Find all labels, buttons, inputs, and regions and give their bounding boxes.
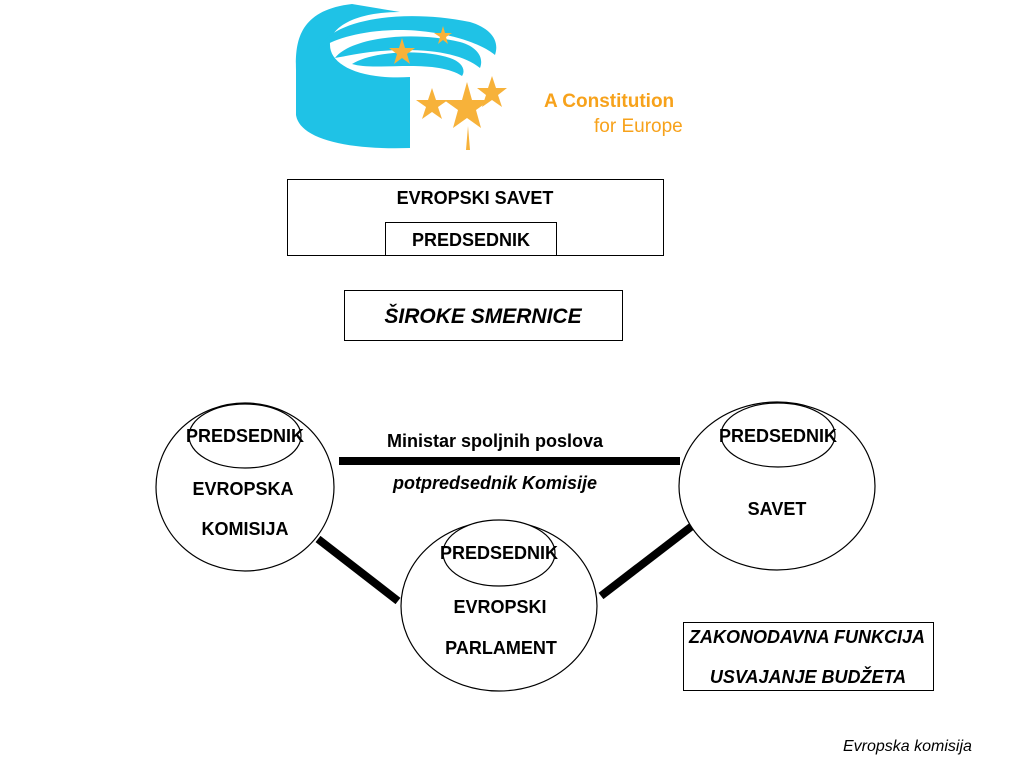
parliament-president-label: PREDSEDNIK	[439, 543, 559, 563]
functions-box	[683, 622, 934, 691]
council-node-name: SAVET	[747, 499, 807, 519]
guidelines-label: ŠIROKE SMERNICE	[384, 305, 582, 328]
council-president-box	[385, 222, 557, 256]
logo-title: A Constitution	[544, 91, 675, 112]
guidelines-box	[344, 290, 623, 341]
logo-subtitle: for Europe	[594, 116, 683, 137]
council-box-title: EVROPSKI SAVET	[396, 188, 554, 208]
link-commission-parliament	[315, 535, 401, 605]
council-president-label: PREDSEDNIK	[411, 230, 531, 250]
commission-president-label: PREDSEDNIK	[185, 426, 305, 446]
legislative-function-label: ZAKONODAVNA FUNKCIJA	[689, 627, 925, 647]
council-node-president-label: PREDSEDNIK	[718, 426, 838, 446]
star-icon	[389, 26, 507, 150]
commission-name-line2: KOMISIJA	[201, 519, 289, 539]
vice-president-label: potpredsednik Komisije	[392, 473, 598, 493]
foreign-minister-label: Ministar spoljnih poslova	[386, 431, 604, 451]
parliament-name-line2: PARLAMENT	[445, 638, 557, 658]
council-head-ellipse	[720, 402, 836, 468]
parliament-head-ellipse	[442, 519, 556, 587]
parliament-name-line1: EVROPSKI	[453, 597, 547, 617]
parliament-ring-icon	[295, 4, 497, 149]
budget-adoption-label: USVAJANJE BUDŽETA	[709, 667, 907, 687]
footer-caption: Evropska komisija	[843, 738, 972, 755]
commission-head-ellipse	[188, 403, 302, 469]
link-council-parliament	[598, 519, 699, 600]
commission-name-line1: EVROPSKA	[192, 479, 294, 499]
